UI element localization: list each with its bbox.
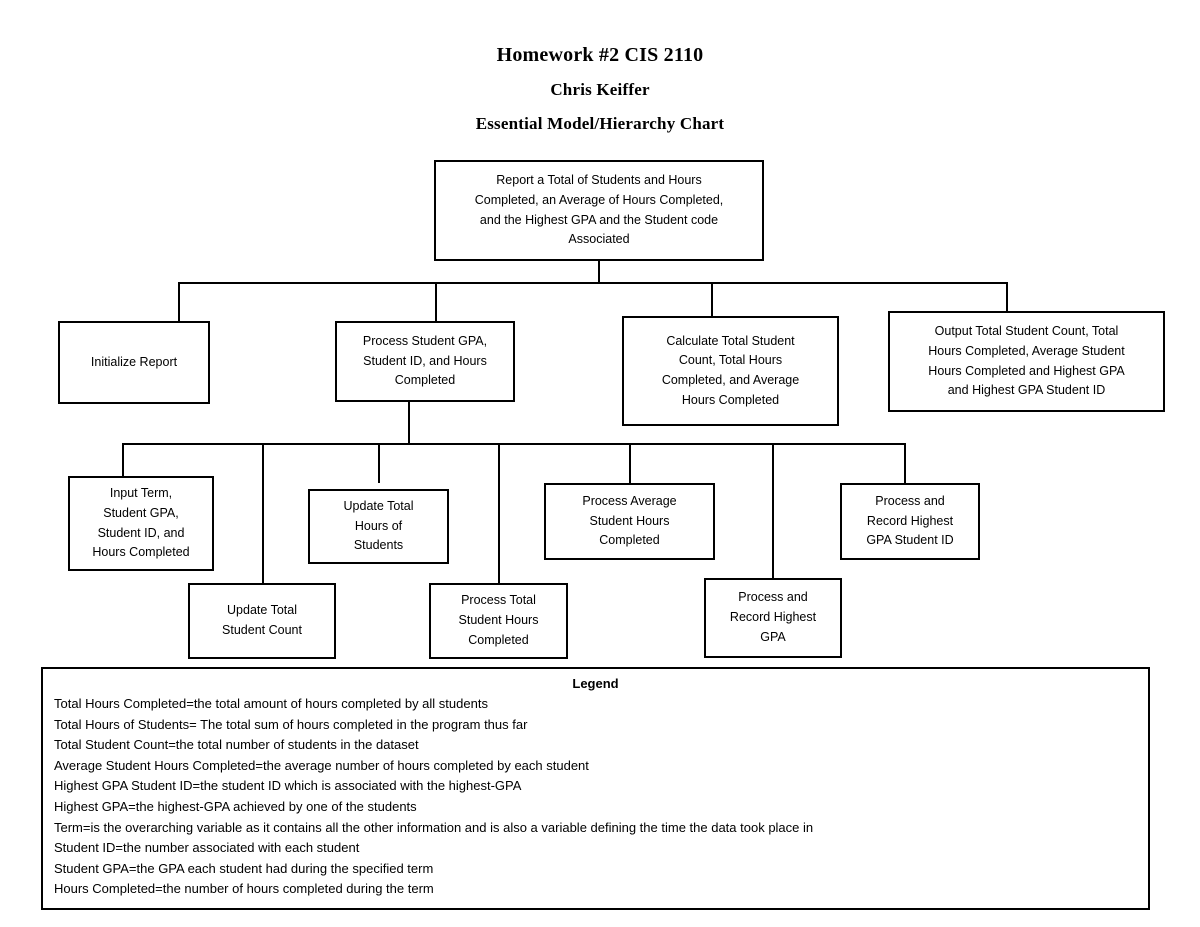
legend-item: Term=is the overarching variable as it c… <box>54 819 814 835</box>
node-update-student-count-line1: Update Total <box>227 603 297 618</box>
node-output-totals-line2: Hours Completed, Average Student <box>928 343 1125 358</box>
page-title: Homework #2 CIS 2110 <box>496 44 704 66</box>
node-calculate-totals-line1: Calculate Total Student <box>666 333 795 348</box>
node-input-term-line3: Student ID, and <box>97 525 185 540</box>
connector-drop-update-student-count <box>262 443 264 583</box>
legend-list: Total Hours Completed=the total amount o… <box>43 694 1148 900</box>
node-update-total-hours[interactable]: Update Total Hours of Students <box>308 489 449 564</box>
legend-title: Legend <box>572 676 619 691</box>
node-input-term-line4: Hours Completed <box>92 545 190 560</box>
connector-drop-output-totals <box>1006 282 1008 311</box>
node-input-term[interactable]: Input Term, Student GPA, Student ID, and… <box>68 476 214 571</box>
node-process-average-hours-line2: Student Hours <box>589 513 670 528</box>
node-calculate-totals-line2: Count, Total Hours <box>678 353 783 368</box>
connector-process-student-gpa-stem <box>408 402 410 443</box>
connector-root-stem <box>598 261 600 284</box>
node-output-totals-line4: and Highest GPA Student ID <box>947 383 1106 398</box>
node-output-totals-line1: Output Total Student Count, Total <box>934 324 1119 338</box>
legend-item: Student GPA=the GPA each student had dur… <box>54 860 434 876</box>
legend-item: Average Student Hours Completed=the aver… <box>54 757 589 773</box>
node-process-average-hours-line3: Completed <box>599 533 660 548</box>
node-output-totals-line3: Hours Completed and Highest GPA <box>928 363 1125 378</box>
legend-item: Total Hours Completed=the total amount o… <box>54 696 488 711</box>
legend-item: Student ID=the number associated with ea… <box>54 840 360 856</box>
node-root-line4: Associated <box>568 232 630 247</box>
connector-drop-initialize-report <box>178 282 180 321</box>
node-input-term-line1: Input Term, <box>109 486 173 500</box>
node-root-line2: Completed, an Average of Hours Completed… <box>474 192 724 207</box>
node-update-total-hours-line3: Students <box>353 538 404 553</box>
node-initialize-report-line1: Initialize Report <box>90 354 178 369</box>
node-update-total-hours-line1: Update Total <box>343 498 414 513</box>
connector-level1-bus <box>178 282 1008 284</box>
node-input-term-line2: Student GPA, <box>103 505 179 520</box>
node-root-line1: Report a Total of Students and Hours <box>496 173 702 187</box>
node-update-student-count[interactable]: Update Total Student Count <box>188 583 336 659</box>
node-process-student-gpa[interactable]: Process Student GPA, Student ID, and Hou… <box>335 321 515 402</box>
node-output-totals[interactable]: Output Total Student Count, Total Hours … <box>888 311 1165 412</box>
connector-drop-process-highest-gpa <box>772 443 774 578</box>
node-process-highest-gpa-line3: GPA <box>760 629 786 644</box>
connector-drop-input-term <box>122 443 124 476</box>
connector-drop-process-student-gpa <box>435 282 437 321</box>
node-process-average-hours[interactable]: Process Average Student Hours Completed <box>544 483 715 560</box>
legend-item: Total Hours of Students= The total sum o… <box>54 716 528 732</box>
node-initialize-report[interactable]: Initialize Report <box>58 321 210 404</box>
node-process-highest-gpa[interactable]: Process and Record Highest GPA <box>704 578 842 658</box>
node-calculate-totals-line4: Hours Completed <box>681 392 780 407</box>
node-update-student-count-line2: Student Count <box>222 623 302 637</box>
connector-drop-calculate-totals <box>711 282 713 316</box>
legend-panel: Legend Total Hours Completed=the total a… <box>41 667 1150 910</box>
node-process-student-gpa-line1: Process Student GPA, <box>362 333 488 348</box>
node-process-highest-gpa-id-line2: Record Highest <box>866 513 954 528</box>
connector-drop-update-total-hours <box>378 443 380 483</box>
node-process-student-gpa-line3: Completed <box>394 373 456 388</box>
node-calculate-totals-line3: Completed, and Average <box>661 373 800 387</box>
node-update-total-hours-line2: Hours of <box>354 518 403 533</box>
legend-item: Highest GPA Student ID=the student ID wh… <box>54 778 522 794</box>
connector-level2-bus <box>122 443 906 445</box>
node-process-highest-gpa-id-line1: Process and <box>875 493 945 508</box>
node-calculate-totals[interactable]: Calculate Total Student Count, Total Hou… <box>622 316 839 426</box>
node-process-highest-gpa-line2: Record Highest <box>729 610 817 625</box>
page-subtitle: Essential Model/Hierarchy Chart <box>475 114 725 133</box>
node-process-highest-gpa-id-line3: GPA Student ID <box>866 533 954 548</box>
node-root-line3: and the Highest GPA and the Student code <box>479 212 719 227</box>
legend-item: Hours Completed=the number of hours comp… <box>54 881 434 897</box>
node-process-highest-gpa-line1: Process and <box>738 590 808 605</box>
connector-drop-process-total-hours <box>498 443 500 583</box>
node-process-highest-gpa-id[interactable]: Process and Record Highest GPA Student I… <box>840 483 980 560</box>
node-process-total-hours-line2: Student Hours <box>458 613 539 628</box>
node-process-total-hours[interactable]: Process Total Student Hours Completed <box>429 583 568 659</box>
node-process-student-gpa-line2: Student ID, and Hours <box>363 353 487 368</box>
node-process-total-hours-line3: Completed <box>468 632 529 647</box>
connector-drop-process-highest-gpa-id <box>904 443 906 483</box>
node-root[interactable]: Report a Total of Students and Hours Com… <box>434 160 764 261</box>
legend-item: Highest GPA=the highest-GPA achieved by … <box>54 798 417 814</box>
legend-item: Total Student Count=the total number of … <box>54 737 419 753</box>
author-name: Chris Keiffer <box>550 80 650 99</box>
node-process-total-hours-line1: Process Total <box>461 593 536 608</box>
connector-drop-process-average-hours <box>629 443 631 483</box>
node-process-average-hours-line1: Process Average <box>582 493 677 508</box>
